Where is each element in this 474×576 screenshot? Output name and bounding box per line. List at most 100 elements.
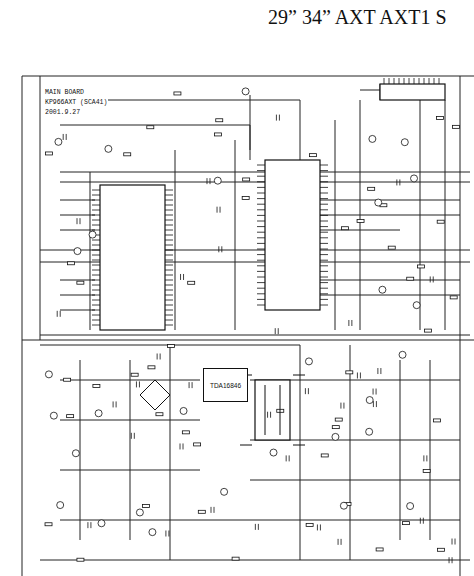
transistor-symbol bbox=[98, 520, 105, 527]
capacitor-symbol bbox=[424, 455, 427, 461]
resistor-symbol bbox=[332, 426, 339, 429]
capacitor-symbol bbox=[373, 389, 376, 395]
ic-pin bbox=[320, 170, 328, 171]
ic-box: TDA16846 bbox=[203, 368, 248, 402]
resistor-symbol bbox=[124, 153, 131, 156]
ic-pin bbox=[92, 200, 100, 201]
ic-pin bbox=[320, 204, 328, 205]
ic-name: TDA16846 bbox=[210, 382, 241, 389]
ic-pin bbox=[92, 300, 100, 301]
transistor-symbol bbox=[55, 138, 62, 145]
ic-pin bbox=[92, 285, 100, 286]
capacitor-symbol bbox=[181, 274, 184, 280]
board-note: KP966AXT (SCA41) bbox=[44, 99, 108, 106]
capacitor-symbol bbox=[317, 524, 320, 530]
capacitor-symbol bbox=[349, 320, 352, 326]
ic-pin bbox=[257, 198, 265, 199]
transistor-symbol bbox=[149, 529, 156, 536]
ic-pin bbox=[92, 225, 100, 226]
ic-pin bbox=[165, 220, 173, 221]
capacitor-symbol bbox=[131, 433, 134, 439]
ic-pin bbox=[257, 254, 265, 255]
ic-pin bbox=[165, 225, 173, 226]
transistor-symbol bbox=[45, 371, 52, 378]
resistor-symbol bbox=[335, 418, 342, 421]
capacitor-symbol bbox=[217, 207, 220, 213]
ic-pin bbox=[165, 260, 173, 261]
ic-pin bbox=[257, 243, 265, 244]
resistor-symbol bbox=[194, 443, 201, 446]
resistor-symbol bbox=[376, 548, 383, 551]
ic-pin bbox=[320, 226, 328, 227]
capacitor-symbol bbox=[430, 276, 433, 282]
ic-pin bbox=[414, 78, 415, 84]
capacitor-symbol bbox=[88, 522, 91, 528]
capacitor-symbol bbox=[420, 518, 423, 524]
resistor-symbol bbox=[452, 125, 459, 128]
resistor-symbol bbox=[310, 154, 317, 157]
resistor-symbol bbox=[423, 469, 430, 472]
resistor-symbol bbox=[424, 329, 431, 332]
ic-pin bbox=[165, 255, 173, 256]
ic-pin bbox=[165, 280, 173, 281]
ic-pin bbox=[320, 282, 328, 283]
capacitor-symbol bbox=[255, 524, 258, 530]
ic-pin bbox=[320, 265, 328, 266]
resistor-symbol bbox=[67, 415, 74, 418]
ic-pin bbox=[165, 275, 173, 276]
ic-pin bbox=[320, 232, 328, 233]
resistor-symbol bbox=[232, 557, 239, 560]
resistor-symbol bbox=[243, 178, 250, 181]
capacitor-symbol bbox=[219, 246, 222, 252]
ic-pin bbox=[165, 195, 173, 196]
resistor-symbol bbox=[77, 281, 84, 284]
capacitor-symbol bbox=[357, 372, 360, 378]
ic-pin bbox=[92, 205, 100, 206]
component-symbols bbox=[45, 88, 459, 563]
transistor-symbol bbox=[72, 450, 79, 457]
ic-pin bbox=[409, 78, 410, 84]
resistor-symbol bbox=[403, 522, 410, 525]
ic-pin bbox=[257, 176, 265, 177]
resistor-symbol bbox=[46, 152, 53, 155]
capacitor-symbol bbox=[452, 539, 455, 545]
resistor-symbol bbox=[45, 523, 52, 526]
ic-pin bbox=[92, 245, 100, 246]
resistor-symbol bbox=[306, 523, 313, 526]
ic-pin bbox=[92, 325, 100, 326]
ic-pin bbox=[92, 240, 100, 241]
ic-pin bbox=[320, 254, 328, 255]
transistor-symbol bbox=[180, 407, 187, 414]
ic-pin bbox=[257, 226, 265, 227]
resistor-symbol bbox=[156, 413, 163, 416]
transistor-symbol bbox=[366, 428, 373, 435]
resistor-symbol bbox=[341, 227, 348, 230]
ic-pin bbox=[257, 282, 265, 283]
ic-pin bbox=[257, 193, 265, 194]
ic-pin bbox=[92, 195, 100, 196]
ic-pin bbox=[92, 280, 100, 281]
transistor-symbol bbox=[50, 412, 57, 419]
transistor-symbol bbox=[221, 488, 228, 495]
ic-pin bbox=[320, 299, 328, 300]
ic-pin bbox=[320, 198, 328, 199]
ic-pin bbox=[92, 220, 100, 221]
ic-pin bbox=[320, 249, 328, 250]
capacitor-symbol bbox=[57, 311, 60, 317]
ic-pin bbox=[257, 181, 265, 182]
ic-pin bbox=[320, 209, 328, 210]
transistor-symbol bbox=[379, 286, 386, 293]
capacitor-symbol bbox=[268, 412, 271, 418]
resistor-symbol bbox=[68, 262, 75, 265]
ic-pin bbox=[257, 187, 265, 188]
ic-pins bbox=[92, 78, 439, 325]
ic-pin bbox=[92, 310, 100, 311]
ic-pin bbox=[92, 275, 100, 276]
transistor-symbol bbox=[95, 410, 102, 417]
capacitor-symbol bbox=[276, 115, 279, 121]
ic-pin bbox=[165, 325, 173, 326]
capacitor-symbol bbox=[449, 557, 452, 563]
ic-pin bbox=[92, 295, 100, 296]
resistor-symbol bbox=[357, 219, 364, 222]
capacitor-symbol bbox=[157, 353, 160, 359]
